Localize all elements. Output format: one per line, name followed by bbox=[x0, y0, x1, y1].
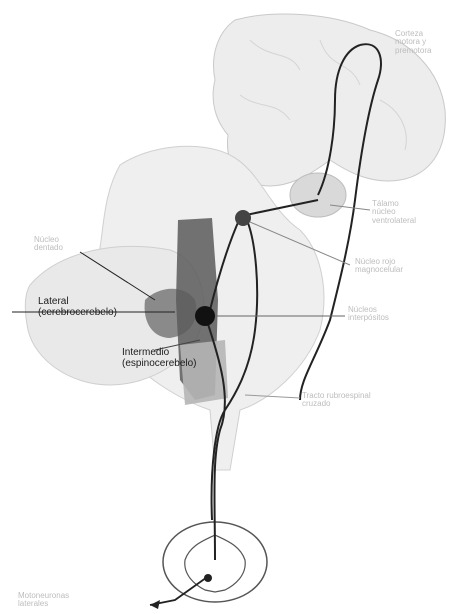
label-intermedio: Intermedio (espinocerebelo) bbox=[122, 348, 197, 369]
label-nucleos-interpositos: Núcleos interpósitos bbox=[348, 306, 389, 323]
label-nucleo-rojo: Núcleo rojo magnocelular bbox=[355, 258, 403, 275]
label-tracto: Tracto rubroespinal cruzado bbox=[302, 392, 371, 409]
label-lateral: Lateral (cerebrocerebelo) bbox=[38, 297, 117, 318]
label-cortex: Corteza motora y premotora bbox=[395, 30, 431, 55]
label-nucleo-dentado: Núcleo dentado bbox=[34, 236, 63, 253]
exit-arrow-head bbox=[150, 600, 160, 609]
label-talamo: Tálamo núcleo ventrolateral bbox=[372, 200, 416, 225]
interposed-nucleus-dot bbox=[195, 306, 215, 326]
red-nucleus-dot bbox=[235, 210, 251, 226]
label-motoneuronas: Motoneuronas laterales bbox=[18, 592, 69, 609]
spinal-motor-dot bbox=[204, 574, 212, 582]
